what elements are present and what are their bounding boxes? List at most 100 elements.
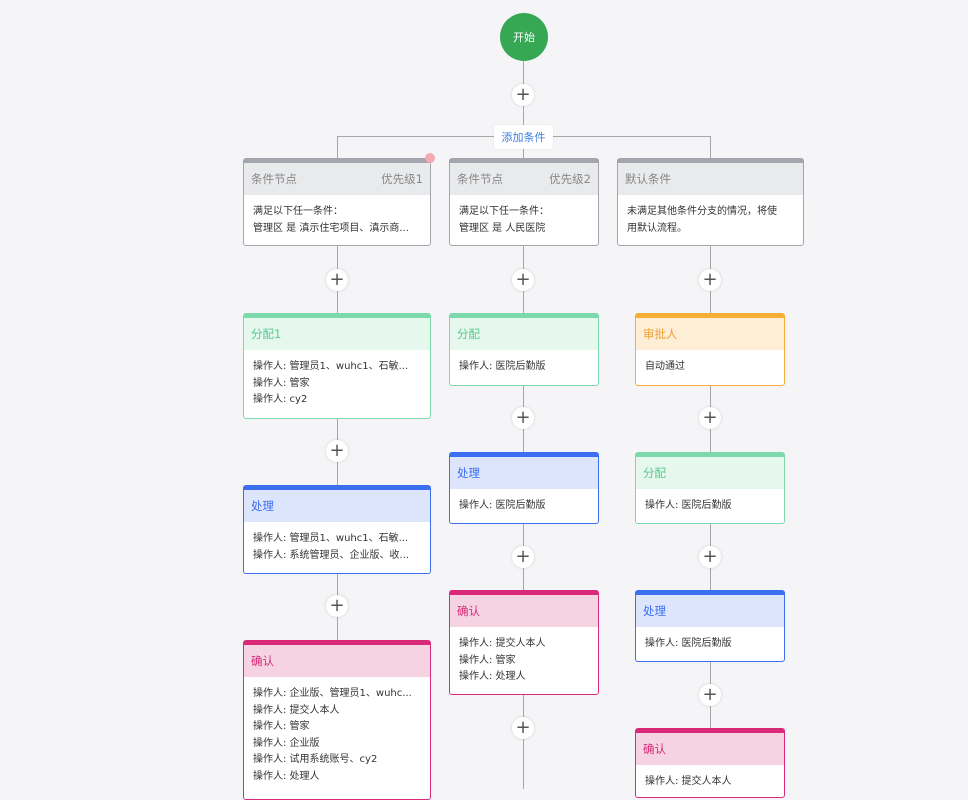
confirm-node-title: 确认 bbox=[251, 654, 274, 668]
plus-icon: + bbox=[702, 269, 718, 290]
detail-line: 操作人: 试用系统账号、cy2 bbox=[253, 754, 378, 765]
delete-dot-icon[interactable] bbox=[425, 153, 435, 163]
plus-icon: + bbox=[702, 684, 718, 705]
detail-line: 操作人: 医院后勤版 bbox=[459, 361, 546, 372]
condition-node-2-title: 条件节点 bbox=[457, 172, 503, 186]
add-node-button[interactable]: + bbox=[512, 546, 534, 568]
approve-node-header: 审批人 bbox=[636, 318, 784, 350]
confirm-node-header: 确认 bbox=[450, 595, 598, 627]
handle-node-body: 操作人: 医院后勤版 bbox=[450, 489, 598, 515]
approve-node[interactable]: 审批人自动通过 bbox=[635, 313, 785, 386]
assign-node-header: 分配 bbox=[636, 457, 784, 489]
assign-node-title: 分配 bbox=[457, 327, 480, 341]
confirm-node[interactable]: 确认操作人: 提交人本人操作人: 管家操作人: 处理人 bbox=[449, 590, 599, 695]
detail-line: 操作人: 处理人 bbox=[459, 671, 526, 682]
condition-node-2-header: 条件节点 优先级2 bbox=[450, 163, 598, 195]
assign-node-header: 分配 bbox=[450, 318, 598, 350]
detail-line: 操作人: 管家 bbox=[253, 377, 310, 389]
start-label: 开始 bbox=[513, 31, 535, 44]
handle-node-header: 处理 bbox=[450, 457, 598, 489]
add-node-button[interactable]: + bbox=[512, 407, 534, 429]
condition-node-1-body: 满足以下任一条件： 管理区 是 滇示住宅项目、滇示商... bbox=[244, 195, 430, 237]
assign-node[interactable]: 分配操作人: 医院后勤版 bbox=[635, 452, 785, 524]
handle-node[interactable]: 处理操作人: 医院后勤版 bbox=[449, 452, 599, 524]
assign-node[interactable]: 分配操作人: 医院后勤版 bbox=[449, 313, 599, 386]
handle-node[interactable]: 处理操作人: 医院后勤版 bbox=[635, 590, 785, 662]
confirm-node-body: 操作人: 提交人本人 bbox=[636, 765, 784, 791]
detail-line: 操作人: 系统管理员、企业版、收... bbox=[253, 549, 410, 561]
add-node-button[interactable]: + bbox=[326, 440, 348, 462]
handle-node-header: 处理 bbox=[636, 595, 784, 627]
add-node-button[interactable]: + bbox=[326, 269, 348, 291]
connector-b1 bbox=[337, 136, 338, 160]
add-condition-button[interactable]: 添加条件 bbox=[494, 125, 553, 149]
detail-line: 操作人: 管家 bbox=[459, 654, 516, 666]
add-node-button[interactable]: + bbox=[512, 84, 534, 106]
detail-line: 管理区 是 人民医院 bbox=[459, 222, 546, 234]
detail-line: 未满足其他条件分支的情况，将使 bbox=[627, 206, 777, 217]
handle-node-body: 操作人: 管理员1、wuhc1、石敏... 操作人: 系统管理员、企业版、收... bbox=[244, 522, 430, 564]
add-node-button[interactable]: + bbox=[512, 269, 534, 291]
handle-node-title: 处理 bbox=[643, 604, 666, 618]
assign-node[interactable]: 分配1 操作人: 管理员1、wuhc1、石敏... 操作人: 管家操作人: cy2 bbox=[243, 313, 431, 419]
plus-icon: + bbox=[515, 407, 531, 428]
detail-line: 操作人: 企业版 bbox=[253, 737, 320, 749]
condition-node-1-header: 条件节点 优先级1 bbox=[244, 163, 430, 195]
handle-node-header: 处理 bbox=[244, 490, 430, 522]
condition-node-1-title: 条件节点 bbox=[251, 172, 297, 186]
confirm-node-body: 操作人: 提交人本人操作人: 管家操作人: 处理人 bbox=[450, 627, 598, 686]
approve-node-body: 自动通过 bbox=[636, 350, 784, 376]
plus-icon: + bbox=[515, 269, 531, 290]
detail-line: 操作人: 医院后勤版 bbox=[459, 500, 546, 511]
plus-icon: + bbox=[329, 269, 345, 290]
priority-label: 优先级2 bbox=[549, 172, 591, 186]
detail-line: 管理区 是 滇示住宅项目、滇示商... bbox=[253, 222, 409, 234]
confirm-node[interactable]: 确认操作人: 提交人本人 bbox=[635, 728, 785, 798]
add-node-button[interactable]: + bbox=[699, 684, 721, 706]
assign-node-body: 操作人: 医院后勤版 bbox=[450, 350, 598, 376]
add-node-button[interactable]: + bbox=[699, 269, 721, 291]
handle-node-title: 处理 bbox=[251, 499, 274, 513]
approve-node-title: 审批人 bbox=[643, 327, 678, 341]
detail-line: 满足以下任一条件： bbox=[459, 206, 549, 217]
plus-icon: + bbox=[329, 440, 345, 461]
detail-line: 操作人: 医院后勤版 bbox=[645, 500, 732, 511]
detail-line: 操作人: 处理人 bbox=[253, 770, 320, 782]
handle-node-title: 处理 bbox=[457, 466, 480, 480]
detail-line: 操作人: 管理员1、wuhc1、石敏... bbox=[253, 533, 409, 544]
confirm-node[interactable]: 确认操作人: 企业版、管理员1、wuhc... 操作人: 提交人本人操作人: 管家… bbox=[243, 640, 431, 800]
detail-line: 操作人: cy2 bbox=[253, 394, 308, 405]
add-node-button[interactable]: + bbox=[512, 717, 534, 739]
detail-line: 操作人: 管家 bbox=[253, 721, 310, 732]
detail-line: 自动通过 bbox=[645, 361, 685, 372]
assign-node-title: 分配1 bbox=[251, 327, 282, 341]
condition-node-3-header: 默认条件 bbox=[618, 163, 803, 195]
priority-label: 优先级1 bbox=[381, 172, 423, 186]
plus-icon: + bbox=[329, 595, 345, 616]
detail-line: 操作人: 提交人本人 bbox=[645, 776, 732, 787]
detail-line: 操作人: 提交人本人 bbox=[459, 638, 546, 649]
confirm-node-header: 确认 bbox=[636, 733, 784, 765]
add-condition-label: 添加条件 bbox=[501, 131, 546, 144]
detail-line: 操作人: 管理员1、wuhc1、石敏... bbox=[253, 361, 409, 372]
add-node-button[interactable]: + bbox=[326, 595, 348, 617]
detail-line: 用默认流程。 bbox=[627, 222, 687, 234]
plus-icon: + bbox=[515, 546, 531, 567]
condition-node-3-body: 未满足其他条件分支的情况，将使用默认流程。 bbox=[618, 195, 803, 237]
add-node-button[interactable]: + bbox=[699, 546, 721, 568]
detail-line: 操作人: 企业版、管理员1、wuhc... bbox=[253, 688, 412, 699]
add-node-button[interactable]: + bbox=[699, 407, 721, 429]
detail-line: 操作人: 提交人本人 bbox=[253, 704, 340, 716]
detail-line: 满足以下任一条件： bbox=[253, 206, 343, 217]
plus-icon: + bbox=[702, 407, 718, 428]
assign-node-body: 操作人: 管理员1、wuhc1、石敏... 操作人: 管家操作人: cy2 bbox=[244, 350, 430, 409]
confirm-node-title: 确认 bbox=[643, 742, 666, 756]
assign-node-body: 操作人: 医院后勤版 bbox=[636, 489, 784, 515]
handle-node[interactable]: 处理操作人: 管理员1、wuhc1、石敏... 操作人: 系统管理员、企业版、收.… bbox=[243, 485, 431, 574]
plus-icon: + bbox=[515, 84, 531, 105]
start-node[interactable]: 开始 bbox=[500, 13, 548, 61]
condition-node-3[interactable]: 默认条件未满足其他条件分支的情况，将使用默认流程。 bbox=[617, 158, 804, 246]
condition-node-2[interactable]: 条件节点 优先级2 满足以下任一条件： 管理区 是 人民医院 bbox=[449, 158, 599, 246]
handle-node-body: 操作人: 医院后勤版 bbox=[636, 627, 784, 653]
condition-node-1[interactable]: 条件节点 优先级1 满足以下任一条件： 管理区 是 滇示住宅项目、滇示商... bbox=[243, 158, 431, 246]
